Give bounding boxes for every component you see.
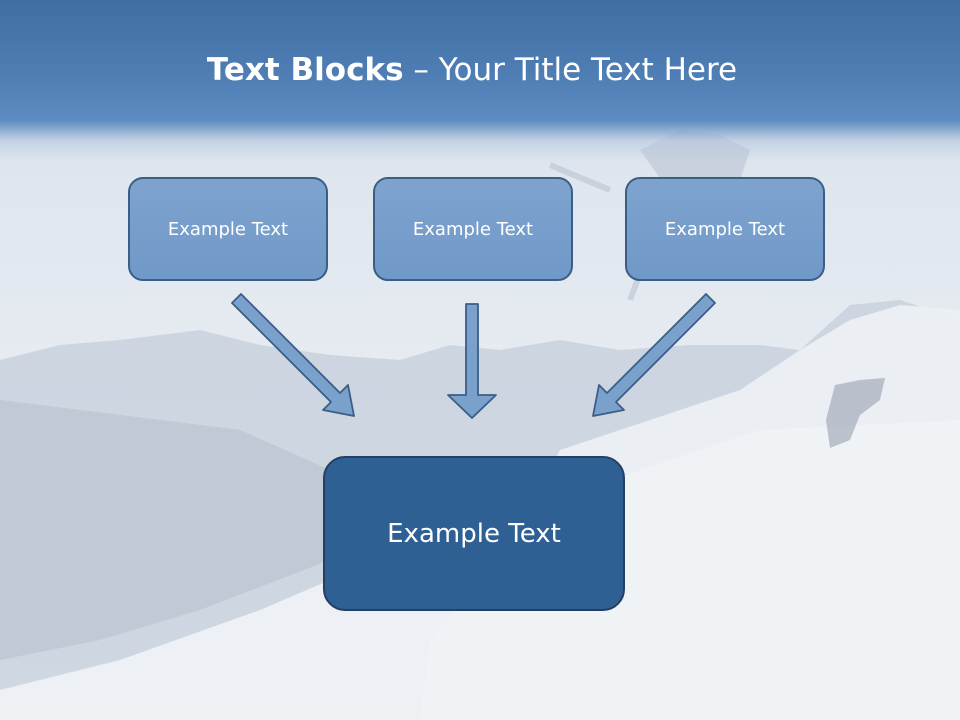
- arrow-left: [231, 293, 355, 417]
- title-rest: Your Title Text Here: [438, 52, 738, 88]
- title-bold: Text Blocks: [206, 52, 404, 88]
- text-block-left-label: Example Text: [167, 218, 289, 240]
- text-block-center-label: Example Text: [412, 218, 534, 240]
- text-block-right-label: Example Text: [664, 218, 786, 240]
- text-block-main-label: Example Text: [387, 518, 561, 549]
- text-block-center[interactable]: Example Text: [373, 177, 573, 281]
- text-block-main[interactable]: Example Text: [323, 456, 625, 611]
- title-band: [0, 0, 960, 160]
- arrow-center: [447, 303, 497, 419]
- text-block-left[interactable]: Example Text: [128, 177, 328, 281]
- arrow-right: [592, 293, 716, 417]
- title-dash: –: [403, 52, 439, 88]
- slide-title: Text Blocks – Your Title Text Here: [0, 52, 944, 88]
- text-block-right[interactable]: Example Text: [625, 177, 825, 281]
